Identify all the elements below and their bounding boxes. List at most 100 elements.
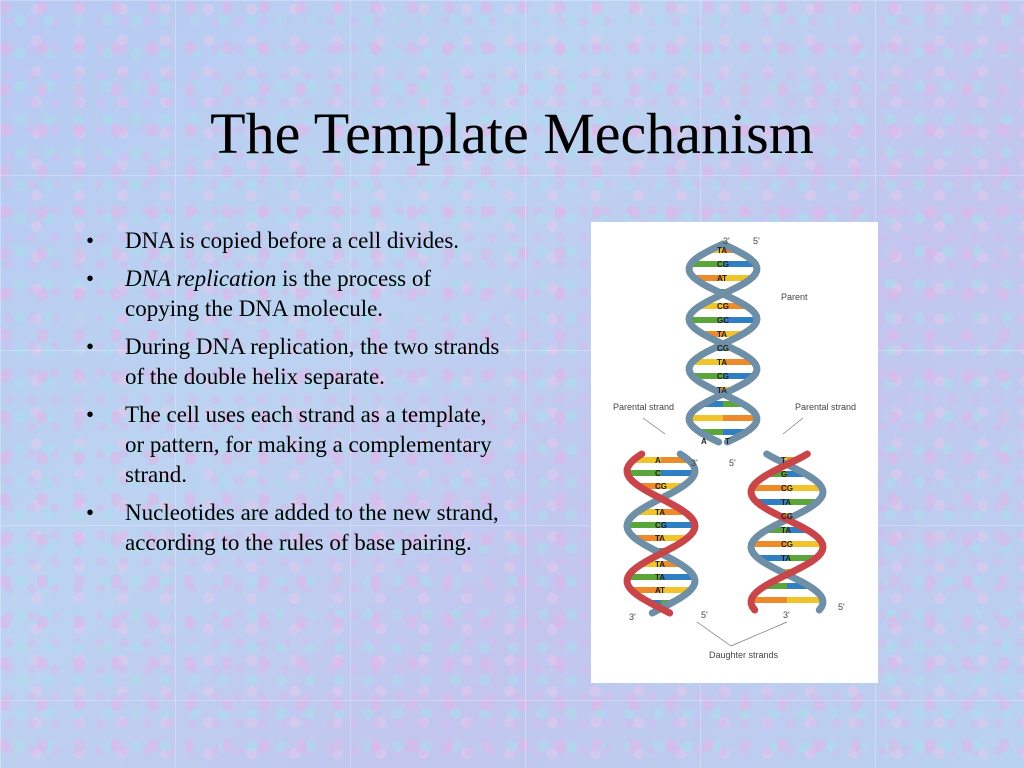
pairs_top-base-pair-label: AT [717,274,727,283]
base-segment [627,574,661,580]
base-segment [631,587,661,593]
base-segment [661,535,688,541]
pairs_top-base-pair-label: TA [717,386,727,395]
base-segment [637,509,661,515]
bullet-item: • Nucleotides are added to the new strand… [80,498,500,558]
base-segment [723,331,743,337]
daughter-strands-label: Daughter strands [709,650,779,660]
bottom-left-three-prime-label: 3' [629,612,636,622]
slide-title: The Template Mechanism [210,101,814,166]
bullet-item: • DNA is copied before a cell divides. [80,226,500,256]
base-segment [633,457,661,463]
pairs_left-base-pair-label: TA [655,534,665,543]
bullet-dot: • [86,500,95,525]
leader-line-left [642,417,666,435]
base-segment [765,583,787,589]
base-segment [723,275,752,281]
base-segment [723,359,754,365]
base-segment [751,597,787,603]
parent-label: Parent [781,292,808,302]
bullet-item: • During DNA replication, the two strands… [80,332,500,392]
base-segment [723,303,747,309]
pairs_right-base-pair-label: G [781,470,787,479]
base-segment [692,359,723,365]
base-segment [634,535,661,541]
pairs_left-base-pair-label: TA [655,573,665,582]
right-daughter-strand [747,450,827,614]
base-segment [757,555,787,561]
pairs_right-base-pair-label: CG [781,540,793,549]
pairs_top-base-pair-label: CG [717,344,729,353]
parent-strand-b [685,240,761,446]
base-segment [661,483,684,489]
pairs_left-base-pair-label: TA [655,560,665,569]
parental-strand-left-label: Parental strand [613,402,674,412]
base-segment [723,429,747,435]
pairs_right-base-pair-label: TA [781,498,791,507]
bullet-dot: • [86,228,95,253]
fork-base-label: T [725,437,730,446]
fork-three-prime-label: 3' [691,458,698,468]
base-segment [703,401,723,407]
base-segment [661,587,691,593]
base-segment [787,555,817,561]
base-segment [787,597,823,603]
bullet-text: DNA is copied before a cell divides. [125,228,460,253]
bullet-text: During DNA replication, the two strands … [125,334,500,389]
bottom-left-five-prime-label: 5' [701,610,708,620]
pairs_left-base-pair-label: A [655,456,661,465]
base-segment [699,429,723,435]
fork-base-label: A [701,437,707,446]
pairs_left-base-pair-label: AT [655,586,665,595]
base-segment [689,317,723,323]
pairs_top-base-pair-label: CG [717,302,729,311]
leader-line-right [782,417,804,435]
pairs_left-base-pair-label: CG [655,521,667,530]
base-segment [787,583,809,589]
fork-five-prime-label: 5' [729,458,736,468]
base-segment [787,471,806,477]
base-segment [766,527,787,533]
base-segment [692,373,723,379]
base-segment [627,470,661,476]
base-segment [627,522,661,528]
pairs_right-base-pair-label: TA [781,526,791,535]
parental-strand-right-label: Parental strand [795,402,856,412]
pairs_top-base-pair-label: TA [717,246,727,255]
base-segment [723,415,757,421]
base-segment [751,541,787,547]
pairs_top-base-pair-label: TA [717,358,727,367]
base-segment [661,470,695,476]
pairs_left-base-pair-label: C [655,469,661,478]
pairs_left-base-pair-label: CG [655,482,667,491]
pairs_right-base-pair-label: T [781,456,786,465]
bullet-dot: • [86,334,95,359]
base-segment [638,483,661,489]
base-segment [703,331,723,337]
base-segment [751,485,787,491]
top-three-prime-label: 3' [723,236,730,246]
pairs_right-base-pair-label: CG [781,484,793,493]
base-segment [661,509,685,515]
left-daughter-strand [623,450,699,617]
base-segment [689,415,723,421]
base-segment [787,499,818,505]
base-segment [787,527,808,533]
leader-line-daughter-right [730,621,788,647]
bullet-text: The cell uses each strand as a template,… [125,402,492,487]
base-segment [661,522,695,528]
base-segment [723,261,756,267]
base-segment [661,457,689,463]
base-segment [641,561,661,567]
bullet-list: •DNA is copied before a cell divides. •D… [80,226,500,566]
bullet-dot: • [86,402,95,427]
base-segment [694,275,723,281]
bullet-item: •DNA replication is the process of copyi… [80,264,500,324]
base-segment [699,303,723,309]
bullet-text: Nucleotides are added to the new strand,… [125,500,499,555]
bullet-text: is the process of copying the DNA molecu… [125,266,431,321]
bottom-right-three-prime-label: 3' [783,610,790,620]
bullet-item: • The cell uses each strand as a template… [80,400,500,490]
base-segment [661,574,695,580]
